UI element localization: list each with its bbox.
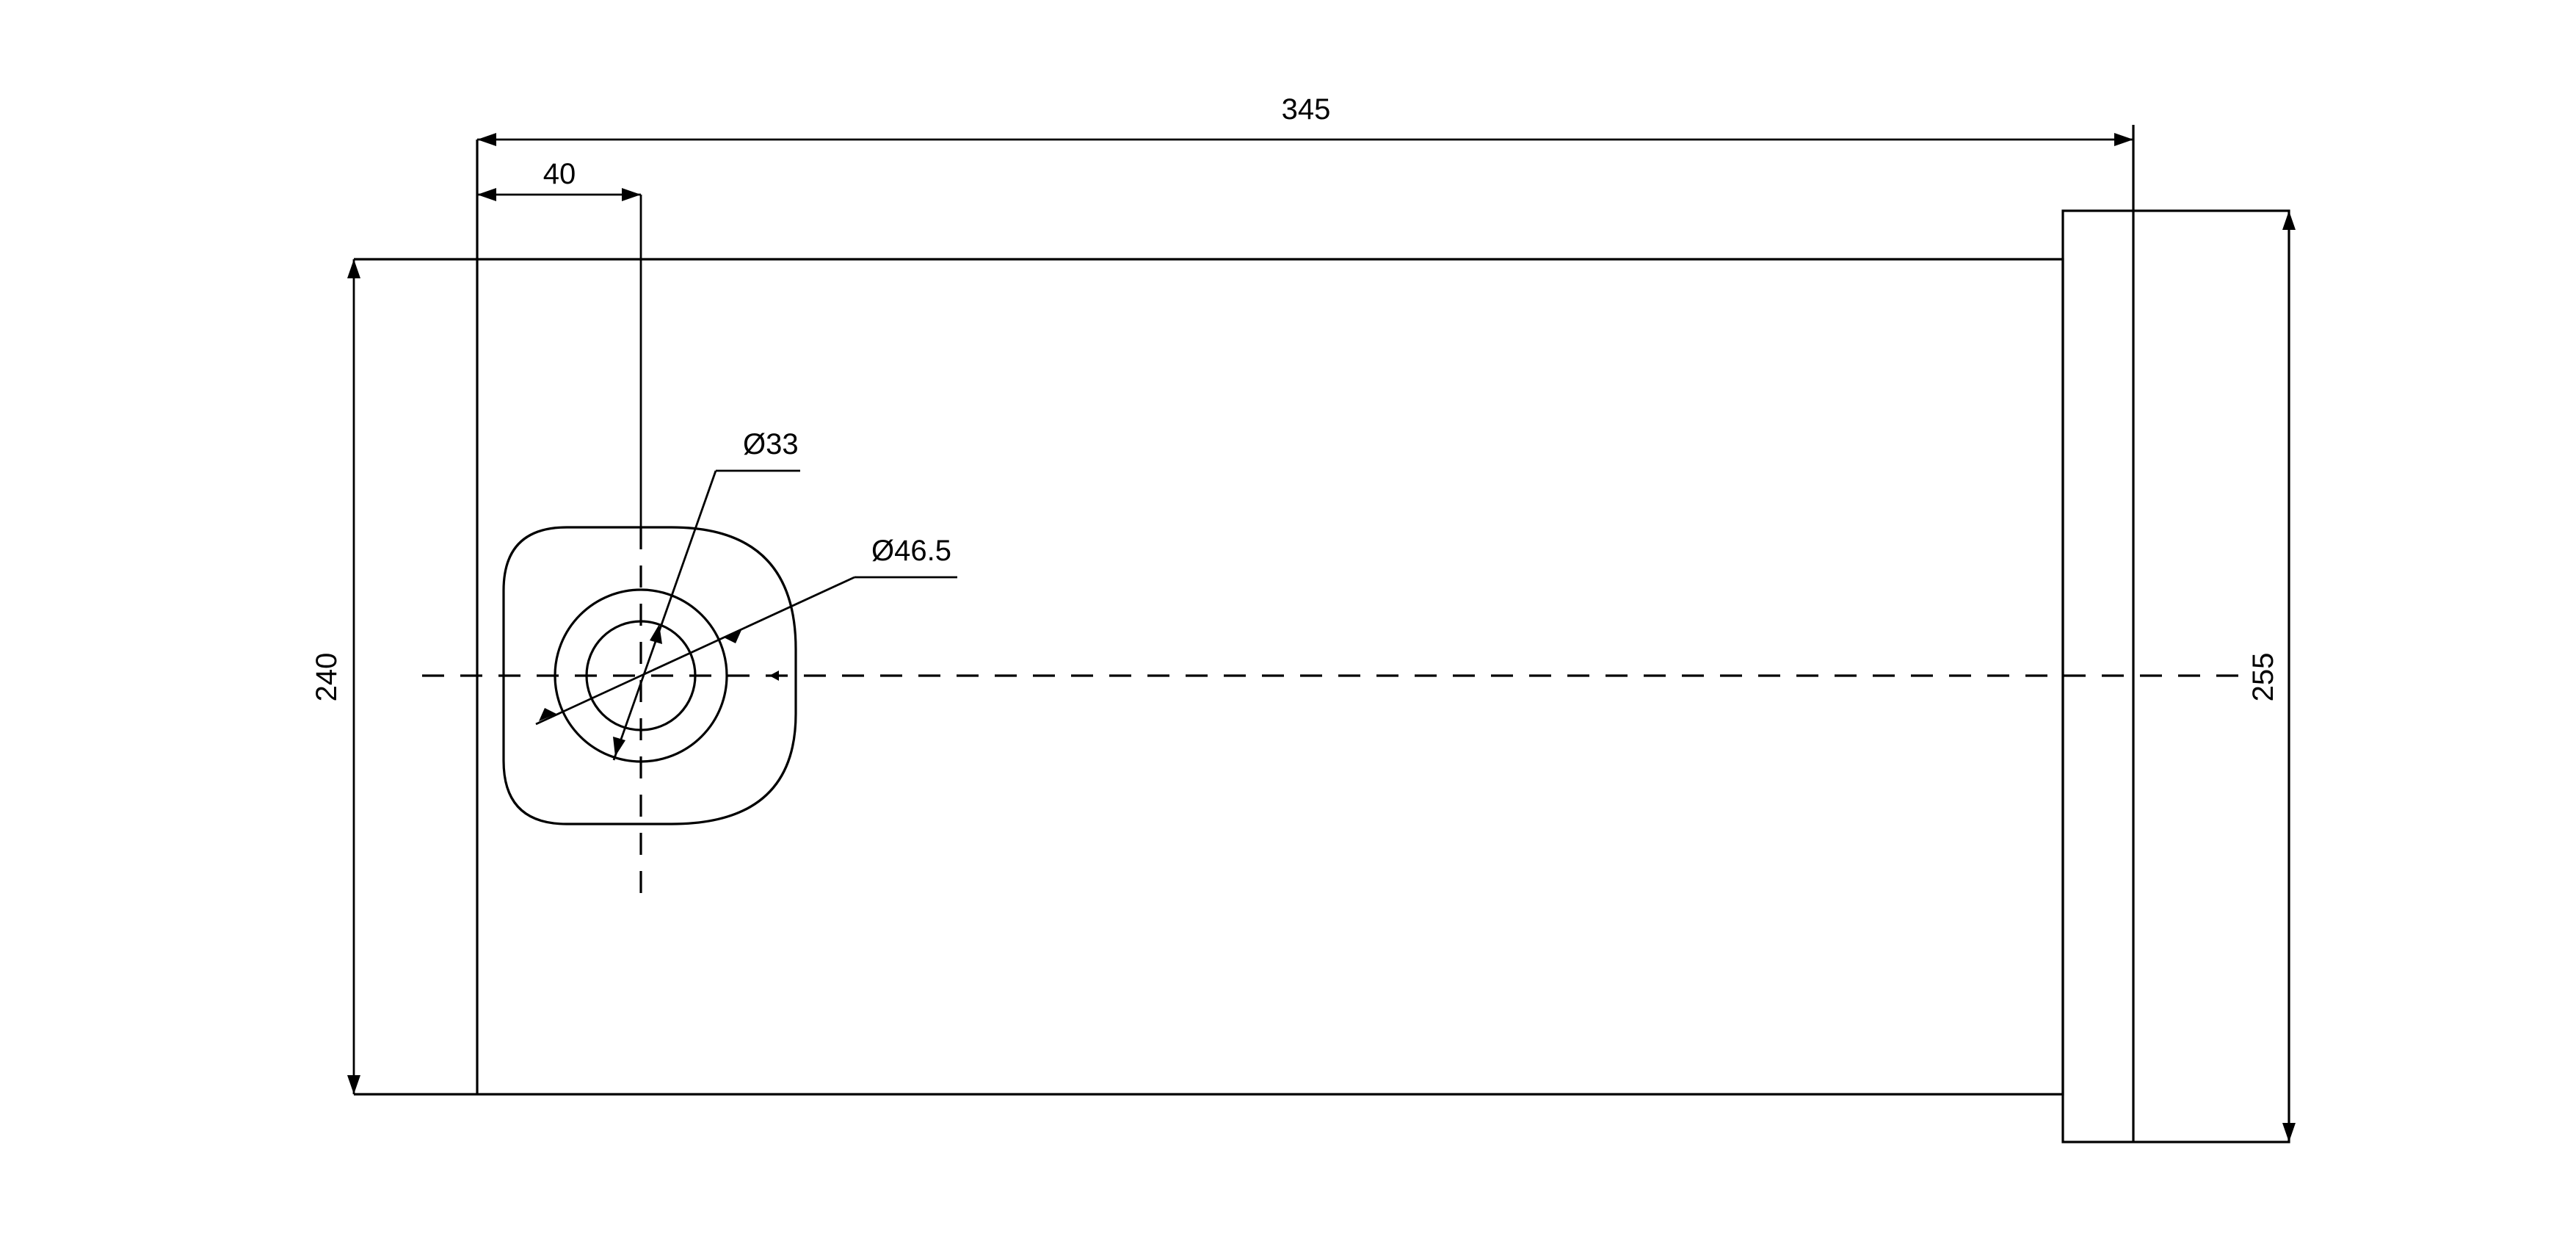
- dimension-text-outer-diameter: Ø46.5: [871, 535, 951, 567]
- dimension-text-hole-offset: 40: [543, 158, 576, 190]
- outer-hole-circle: [554, 588, 728, 763]
- dimension-arrow-left: [477, 133, 496, 146]
- dimension-arrow-right: [2114, 133, 2133, 146]
- outer-diameter-leader: [535, 576, 855, 726]
- body-height-arrow-top: [347, 259, 360, 278]
- inner-diameter-arrow-top: [650, 624, 662, 644]
- dimension-text-overall-length: 345: [1282, 93, 1331, 126]
- hole-offset-arrow-left: [477, 188, 496, 201]
- outer-diameter-arrow-bottom: [539, 708, 556, 721]
- hole-offset-arrow-right: [622, 188, 641, 201]
- inner-diameter-leader: [612, 470, 717, 761]
- outer-diameter-arrow-top: [724, 630, 741, 643]
- dimension-text-body-height: 240: [311, 653, 343, 702]
- flange-height-arrow-bottom: [2282, 1123, 2296, 1142]
- dimension-text-inner-diameter: Ø33: [743, 428, 799, 460]
- centerline-marker-arrow: [769, 671, 779, 681]
- flange-height-arrow-top: [2282, 211, 2296, 230]
- dimension-text-flange-height: 255: [2247, 653, 2279, 702]
- mounting-pad-outline: [502, 526, 797, 825]
- body-height-arrow-bottom: [347, 1075, 360, 1094]
- inner-hole-circle: [585, 620, 697, 731]
- inner-diameter-arrow-bottom: [613, 737, 625, 756]
